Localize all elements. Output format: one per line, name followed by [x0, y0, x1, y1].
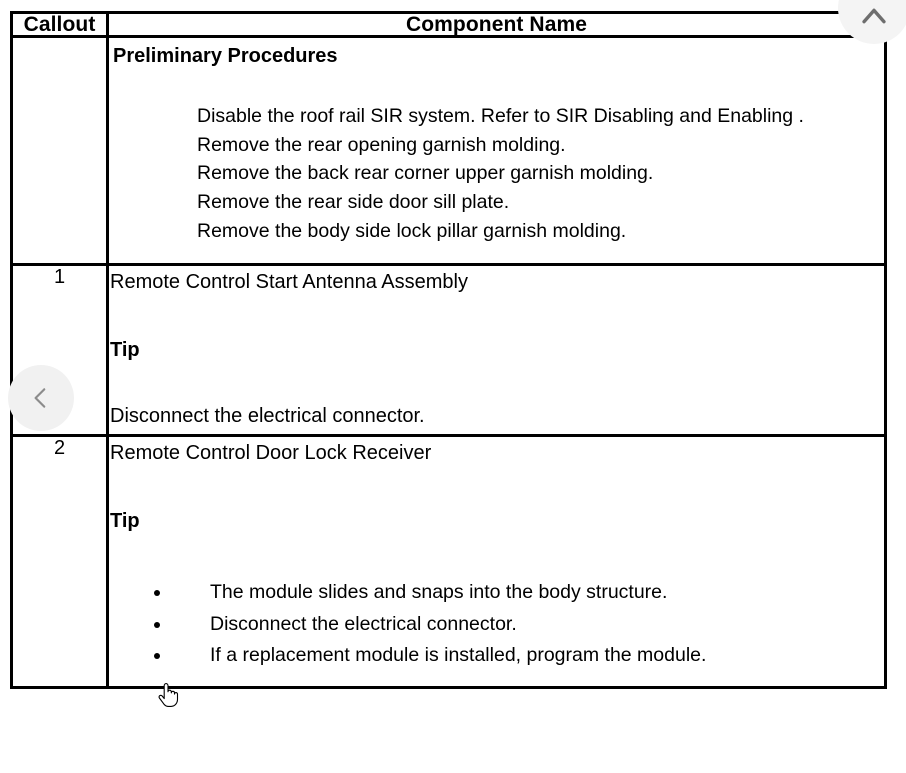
component-name: Remote Control Door Lock Receiver: [110, 442, 432, 465]
list-item: Remove the rear side door sill plate.: [171, 188, 884, 217]
table-row: 1 Remote Control Start Antenna Assembly …: [10, 263, 887, 438]
table-header-row: Callout Component Name: [10, 11, 887, 38]
component-name: Remote Control Start Antenna Assembly: [110, 271, 468, 294]
component-cell: Remote Control Door Lock Receiver Tip Th…: [106, 434, 887, 690]
procedure-table: Callout Component Name Preliminary Proce…: [10, 11, 887, 690]
preliminary-procedures-title: Preliminary Procedures: [113, 45, 338, 67]
tip-label: Tip: [110, 339, 140, 362]
list-item: Remove the body side lock pillar garnish…: [171, 217, 884, 246]
list-item: Disconnect the electrical connector.: [172, 609, 884, 641]
callout-value: 2: [10, 434, 109, 690]
preliminary-steps-list: Disable the roof rail SIR system. Refer …: [109, 102, 884, 245]
tip-bullet-list: The module slides and snaps into the bod…: [109, 577, 884, 672]
list-item: Disable the roof rail SIR system. Refer …: [171, 102, 884, 131]
table-header: Callout Component Name: [10, 11, 887, 38]
table-row: 2 Remote Control Door Lock Receiver Tip …: [10, 434, 887, 690]
list-item: Remove the rear opening garnish molding.: [171, 131, 884, 160]
list-item: Remove the back rear corner upper garnis…: [171, 159, 884, 188]
chevron-up-icon: [857, 0, 891, 33]
column-header-callout: Callout: [10, 11, 109, 38]
component-cell: Remote Control Start Antenna Assembly Ti…: [106, 263, 887, 438]
preliminary-procedures-cell: Preliminary Procedures Disable the roof …: [106, 34, 887, 267]
tip-label: Tip: [110, 510, 140, 533]
table-row: Preliminary Procedures Disable the roof …: [10, 34, 887, 267]
chevron-left-icon: [28, 385, 54, 411]
list-item: The module slides and snaps into the bod…: [172, 577, 884, 609]
table-body: Preliminary Procedures Disable the roof …: [10, 34, 887, 690]
callout-value: [10, 34, 109, 267]
previous-page-button[interactable]: [8, 365, 74, 431]
list-item: If a replacement module is installed, pr…: [172, 640, 884, 672]
column-header-component-name: Component Name: [106, 11, 887, 38]
tip-text: Disconnect the electrical connector.: [110, 405, 425, 428]
